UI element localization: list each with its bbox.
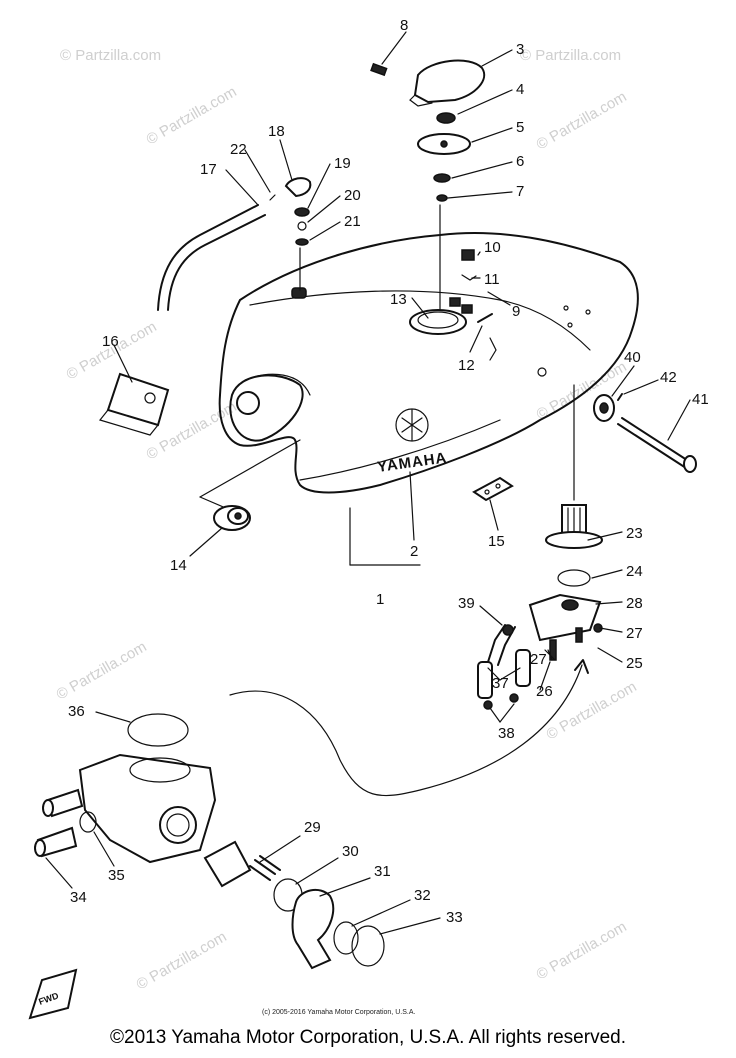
callout-37: 37 — [492, 675, 509, 692]
callout-29: 29 — [304, 819, 321, 836]
fuel-hose — [477, 661, 493, 699]
detail-spring — [249, 855, 281, 881]
callout-35: 35 — [108, 867, 125, 884]
callout-34: 34 — [70, 889, 87, 906]
detail-washer — [79, 811, 97, 833]
callout-24: 24 — [626, 563, 643, 580]
vent-nipple — [291, 287, 307, 299]
tuning-fork-emblem — [395, 408, 429, 442]
tank-side-mount-hole — [236, 391, 260, 415]
callout-6: 6 — [516, 153, 524, 170]
callout-39: 39 — [458, 595, 475, 612]
callout-13: 13 — [390, 291, 407, 308]
callout-27: 27 — [530, 651, 547, 668]
callout-18: 18 — [268, 123, 285, 140]
callout-12: 12 — [458, 357, 475, 374]
vent-hose — [157, 204, 259, 311]
petcock-detail-body — [78, 753, 217, 864]
callout-36: 36 — [68, 703, 85, 720]
callout-22: 22 — [230, 141, 247, 158]
callout-14: 14 — [170, 557, 187, 574]
callout-40: 40 — [624, 349, 641, 366]
detail-oring — [127, 713, 189, 747]
tank-bracket — [472, 476, 514, 502]
callout-33: 33 — [446, 909, 463, 926]
footer-copyright: ©2013 Yamaha Motor Corporation, U.S.A. A… — [110, 1027, 626, 1048]
callout-27: 27 — [626, 625, 643, 642]
watermark: © Partzilla.com — [134, 928, 230, 993]
fuel-tank: YAMAHA — [218, 232, 639, 494]
fwd-arrow: FWD — [28, 968, 78, 1020]
callout-7: 7 — [516, 183, 524, 200]
fuel-petcock-assembly — [477, 384, 603, 710]
callout-32: 32 — [414, 887, 431, 904]
watermark: © Partzilla.com — [144, 83, 240, 148]
callout-4: 4 — [516, 81, 524, 98]
mount-rubber — [199, 439, 301, 531]
detail-packing — [333, 921, 359, 955]
callout-11: 11 — [484, 271, 500, 288]
cap-nut — [436, 112, 456, 124]
callout-28: 28 — [626, 595, 643, 612]
callout-8: 8 — [400, 17, 408, 34]
watermark: © Partzilla.com — [54, 638, 150, 703]
callout-19: 19 — [334, 155, 351, 172]
callout-26: 26 — [536, 683, 553, 700]
watermark: © Partzilla.com — [60, 47, 161, 64]
callout-16: 16 — [102, 333, 119, 350]
vent-washer — [295, 238, 309, 246]
fuel-cap — [413, 59, 485, 104]
fuel-cap-assembly — [370, 59, 485, 311]
callout-labels: 8 3 4 5 6 7 18 22 17 19 20 21 10 11 13 9… — [68, 17, 709, 926]
filler-neck — [409, 309, 467, 335]
watermark: © Partzilla.com — [534, 918, 630, 983]
detail-knob — [291, 888, 335, 970]
vent-nut — [294, 207, 310, 217]
tank-screw — [477, 313, 493, 323]
callout-31: 31 — [374, 863, 391, 880]
callout-10: 10 — [484, 239, 501, 256]
callout-2: 2 — [410, 543, 418, 560]
callout-17: 17 — [200, 161, 217, 178]
callout-25: 25 — [626, 655, 643, 672]
watermark: © Partzilla.com — [534, 88, 630, 153]
tank-fittings — [449, 249, 497, 361]
cap-washer — [433, 173, 451, 183]
callout-15: 15 — [488, 533, 505, 550]
callout-9: 9 — [512, 303, 520, 320]
callout-5: 5 — [516, 119, 524, 136]
callout-30: 30 — [342, 843, 359, 860]
vent-hose-assembly — [157, 177, 312, 311]
vent-elbow — [284, 177, 312, 198]
callout-21: 21 — [344, 213, 361, 230]
leader-lines — [45, 31, 691, 935]
detail-circlip — [351, 925, 385, 967]
callout-38: 38 — [498, 725, 515, 742]
watermark: © Partzilla.com — [64, 318, 160, 383]
cap-gasket — [436, 194, 448, 202]
bracket-bolt — [461, 249, 475, 261]
petcock-lever — [203, 840, 252, 888]
cap-pin — [370, 62, 388, 77]
callout-1: 1 — [376, 591, 384, 608]
side-bracket-plate — [98, 372, 170, 436]
watermark: © Partzilla.com — [520, 47, 621, 64]
mount-bolt-assembly — [593, 393, 697, 473]
callout-23: 23 — [626, 525, 643, 542]
callout-41: 41 — [692, 391, 709, 408]
tank-brand-label: YAMAHA — [376, 449, 448, 476]
petcock-detail-assembly — [34, 713, 385, 970]
hose-routing-line — [229, 664, 583, 797]
vent-ball — [297, 221, 307, 231]
callout-42: 42 — [660, 369, 677, 386]
callout-3: 3 — [516, 41, 524, 58]
callout-20: 20 — [344, 187, 361, 204]
small-copyright: (c) 2005-2016 Yamaha Motor Corporation, … — [262, 1009, 415, 1016]
petcock-oring — [557, 569, 591, 587]
